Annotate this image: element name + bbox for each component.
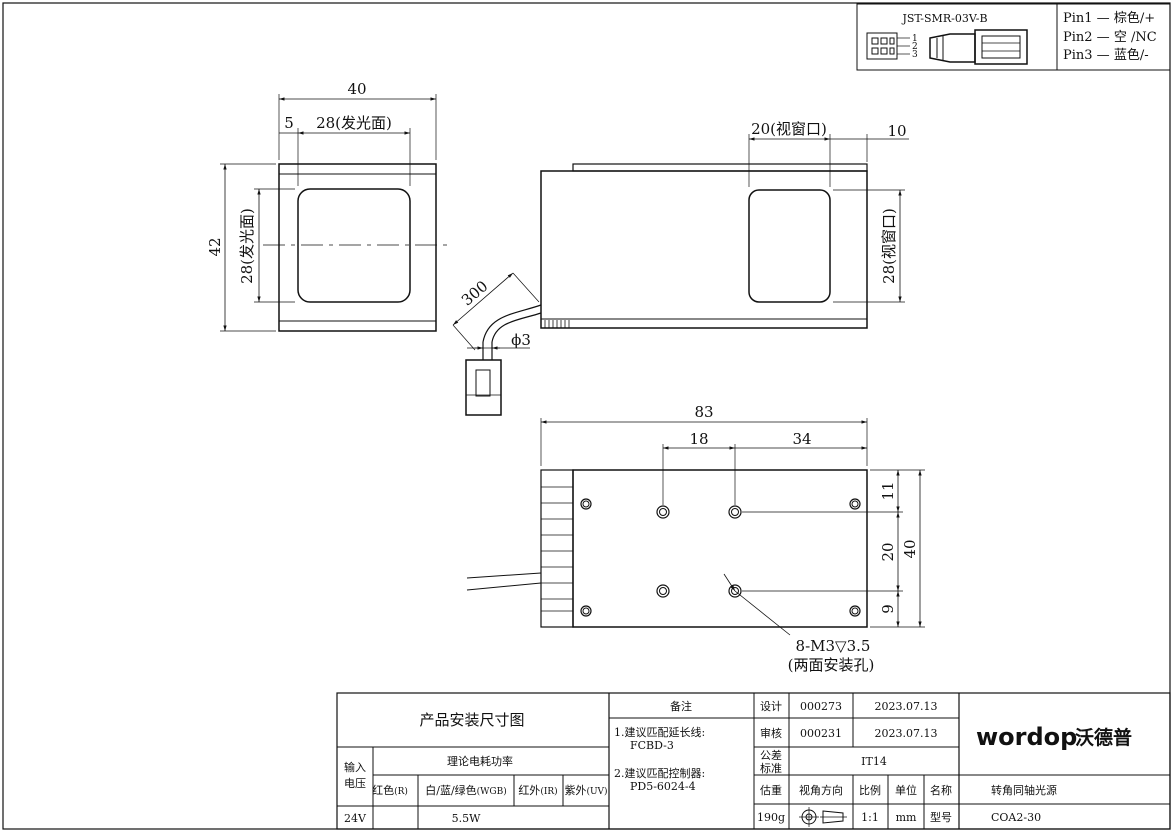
dim-hole-y-bot: 9 [879,604,897,614]
dim-cable-diameter: ϕ3 [511,331,531,349]
dim-window-height: 28(视窗口) [880,208,898,284]
logo-wordmark: wordop [976,723,1077,751]
pin-number-1: 1 [912,34,918,44]
connector-box: JST-SMR-03V-B 1 2 3 Pin1 — 棕色/+ Pin2 — 空 [856,3,1171,71]
connector-part-number: JST-SMR-03V-B [901,12,987,25]
holes-note: (两面安装孔) [788,656,875,674]
dim-bottom-height: 40 [901,539,919,558]
logo-chinese: 沃德普 [1075,726,1132,749]
dim-cable-length: 300 [458,277,491,309]
pin3-label: Pin3 — 蓝色/- [1063,47,1149,63]
dim-hole-x1: 18 [689,430,708,448]
scale-value: 1:1 [861,811,879,824]
dim-front-width: 40 [347,80,366,98]
dim-front-offset: 5 [284,114,294,132]
dim-hole-x2: 34 [792,430,811,448]
unit-value: mm [896,811,917,824]
front-view [220,94,448,332]
voltage-label: 电压 [344,777,366,790]
pin-number-2: 2 [912,42,918,52]
name-value: 转角同轴光源 [991,783,1057,797]
pin2-label: Pin2 — 空 /NC [1063,30,1157,45]
pin1-label: Pin1 — 棕色/+ [1063,10,1155,26]
weight-value: 190g [757,811,785,824]
title-block [336,692,1171,830]
connector-pin-header-icon [866,32,910,60]
remark-1-value: FCBD-3 [630,739,674,752]
title-drawing-name: 产品安装尺寸图 [419,711,524,729]
dim-emit-face-width: 28(发光面) [316,114,392,132]
dim-side-offset: 10 [887,122,906,140]
tolerance-label-2: 标准 [760,761,782,775]
remark-1-title: 1.建议匹配延长线: [614,725,705,739]
tolerance-label-1: 公差 [760,748,782,762]
dim-emit-face-height: 28(发光面) [238,208,256,284]
design-date: 2023.07.13 [875,700,938,713]
view-direction-label: 视角方向 [799,783,843,797]
review-date: 2023.07.13 [875,727,938,740]
holes-callout: 8-M3▽3.5 [796,637,871,655]
col-uv: 紫外(UV) [564,784,607,797]
dim-front-height: 42 [206,237,224,256]
dim-window-width: 20(视窗口) [751,120,827,138]
side-view [452,134,909,416]
dim-hole-y-top: 11 [879,481,897,500]
remark-2-title: 2.建议匹配控制器: [614,766,705,780]
scale-label: 比例 [859,783,881,797]
dim-total-length: 83 [694,403,713,421]
model-label: 型号 [930,810,952,824]
col-ir: 红外(IR) [518,784,557,797]
pin-number-3: 3 [912,50,918,60]
company-logo: wordop 沃德普 [976,723,1132,751]
model-value: COA2-30 [991,811,1041,824]
col-rgb: 白/蓝/绿色(WGB) [425,783,507,797]
power-value: 5.5W [452,812,481,825]
input-label: 输入 [344,760,366,774]
design-number: 000273 [800,700,842,713]
review-label: 审核 [760,726,782,740]
remarks-label: 备注 [670,699,692,713]
name-label: 名称 [930,783,952,797]
connector-plug-icon [929,29,1028,65]
bottom-view [466,418,925,636]
remark-2-value: PD5-6024-4 [630,780,696,793]
col-red: 红色(R) [372,783,408,797]
power-label: 理论电耗功率 [447,754,513,768]
projection-symbol-icon [799,807,847,827]
voltage-value: 24V [344,812,367,825]
dim-hole-y-mid: 20 [879,542,897,561]
tolerance-value: IT14 [861,755,887,768]
weight-label: 估重 [760,783,782,797]
review-number: 000231 [800,727,842,740]
design-label: 设计 [760,700,782,713]
unit-label: 单位 [895,783,917,797]
